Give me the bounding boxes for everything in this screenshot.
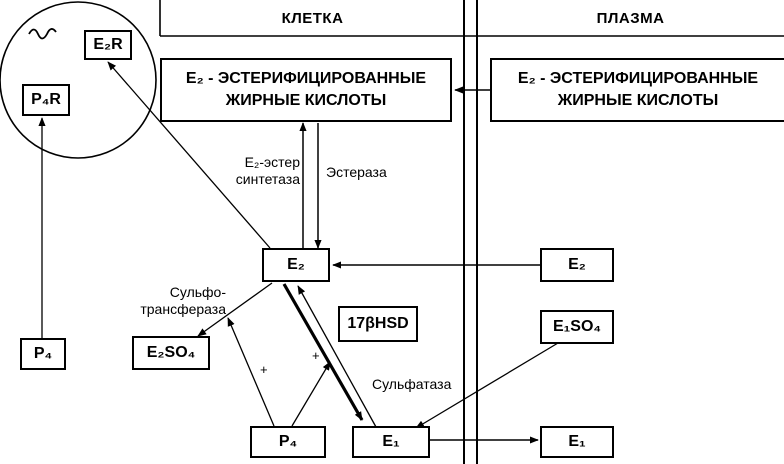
header-cell: КЛЕТКА xyxy=(281,10,344,27)
p4-bottom-box: P₄ xyxy=(250,426,326,458)
e1so4-plasma-box: E₁SO₄ xyxy=(540,310,614,344)
arrow-e2-to-e1-bold xyxy=(282,283,364,421)
arrow-p4-plus-left xyxy=(227,317,275,427)
sulfotransferase-label: Сульфо- трансфераза xyxy=(130,284,226,318)
e1-plasma-box: E₁ xyxy=(540,426,614,458)
sulfatase-label: Сульфатаза xyxy=(372,376,452,392)
arrow-e2-to-receptor xyxy=(107,61,271,249)
p4r-box: P₄R xyxy=(22,84,70,116)
ester-synthetase-label: E₂-эстер синтетаза xyxy=(206,154,300,188)
arrow-e1so4-to-e1 xyxy=(415,342,559,429)
arrow-sulfotransferase xyxy=(197,282,273,337)
header-plasma: ПЛАЗМА xyxy=(596,10,665,27)
ester-synthetase-line1: E₂-эстер xyxy=(244,154,300,170)
cell-esters-line2: ЖИРНЫЕ КИСЛОТЫ xyxy=(225,92,387,109)
sulfotransferase-line1: Сульфо- xyxy=(169,284,226,300)
e2-cell-box: E₂ xyxy=(262,248,330,282)
e2r-box: E₂R xyxy=(84,30,132,60)
hsd-box: 17βHSD xyxy=(338,306,418,342)
cell-esters-box: E₂ - ЭСТЕРИФИЦИРОВАННЫЕ ЖИРНЫЕ КИСЛОТЫ xyxy=(160,58,452,122)
plasma-esters-line1: E₂ - ЭСТЕРИФИЦИРОВАННЫЕ xyxy=(517,70,759,87)
plus-sign-right: + xyxy=(312,348,320,363)
receptor-circle xyxy=(0,1,157,159)
e2-plasma-box: E₂ xyxy=(540,248,614,282)
ester-synthetase-line2: синтетаза xyxy=(235,171,300,187)
esterase-label: Эстераза xyxy=(326,164,387,180)
cell-esters-line1: E₂ - ЭСТЕРИФИЦИРОВАННЫЕ xyxy=(185,70,427,87)
plasma-esters-line2: ЖИРНЫЕ КИСЛОТЫ xyxy=(557,92,719,109)
e2so4-box: E₂SO₄ xyxy=(132,336,210,370)
ligand-squiggle-icon xyxy=(28,28,57,40)
plasma-esters-box: E₂ - ЭСТЕРИФИЦИРОВАННЫЕ ЖИРНЫЕ КИСЛОТЫ xyxy=(490,58,784,122)
p4-left-box: P₄ xyxy=(20,338,66,370)
plus-sign-left: + xyxy=(260,362,268,377)
sulfotransferase-line2: трансфераза xyxy=(140,301,226,317)
arrow-p4-plus-right xyxy=(291,361,331,427)
e1-cell-box: E₁ xyxy=(352,426,430,458)
arrow-e1-to-e2 xyxy=(297,285,377,428)
